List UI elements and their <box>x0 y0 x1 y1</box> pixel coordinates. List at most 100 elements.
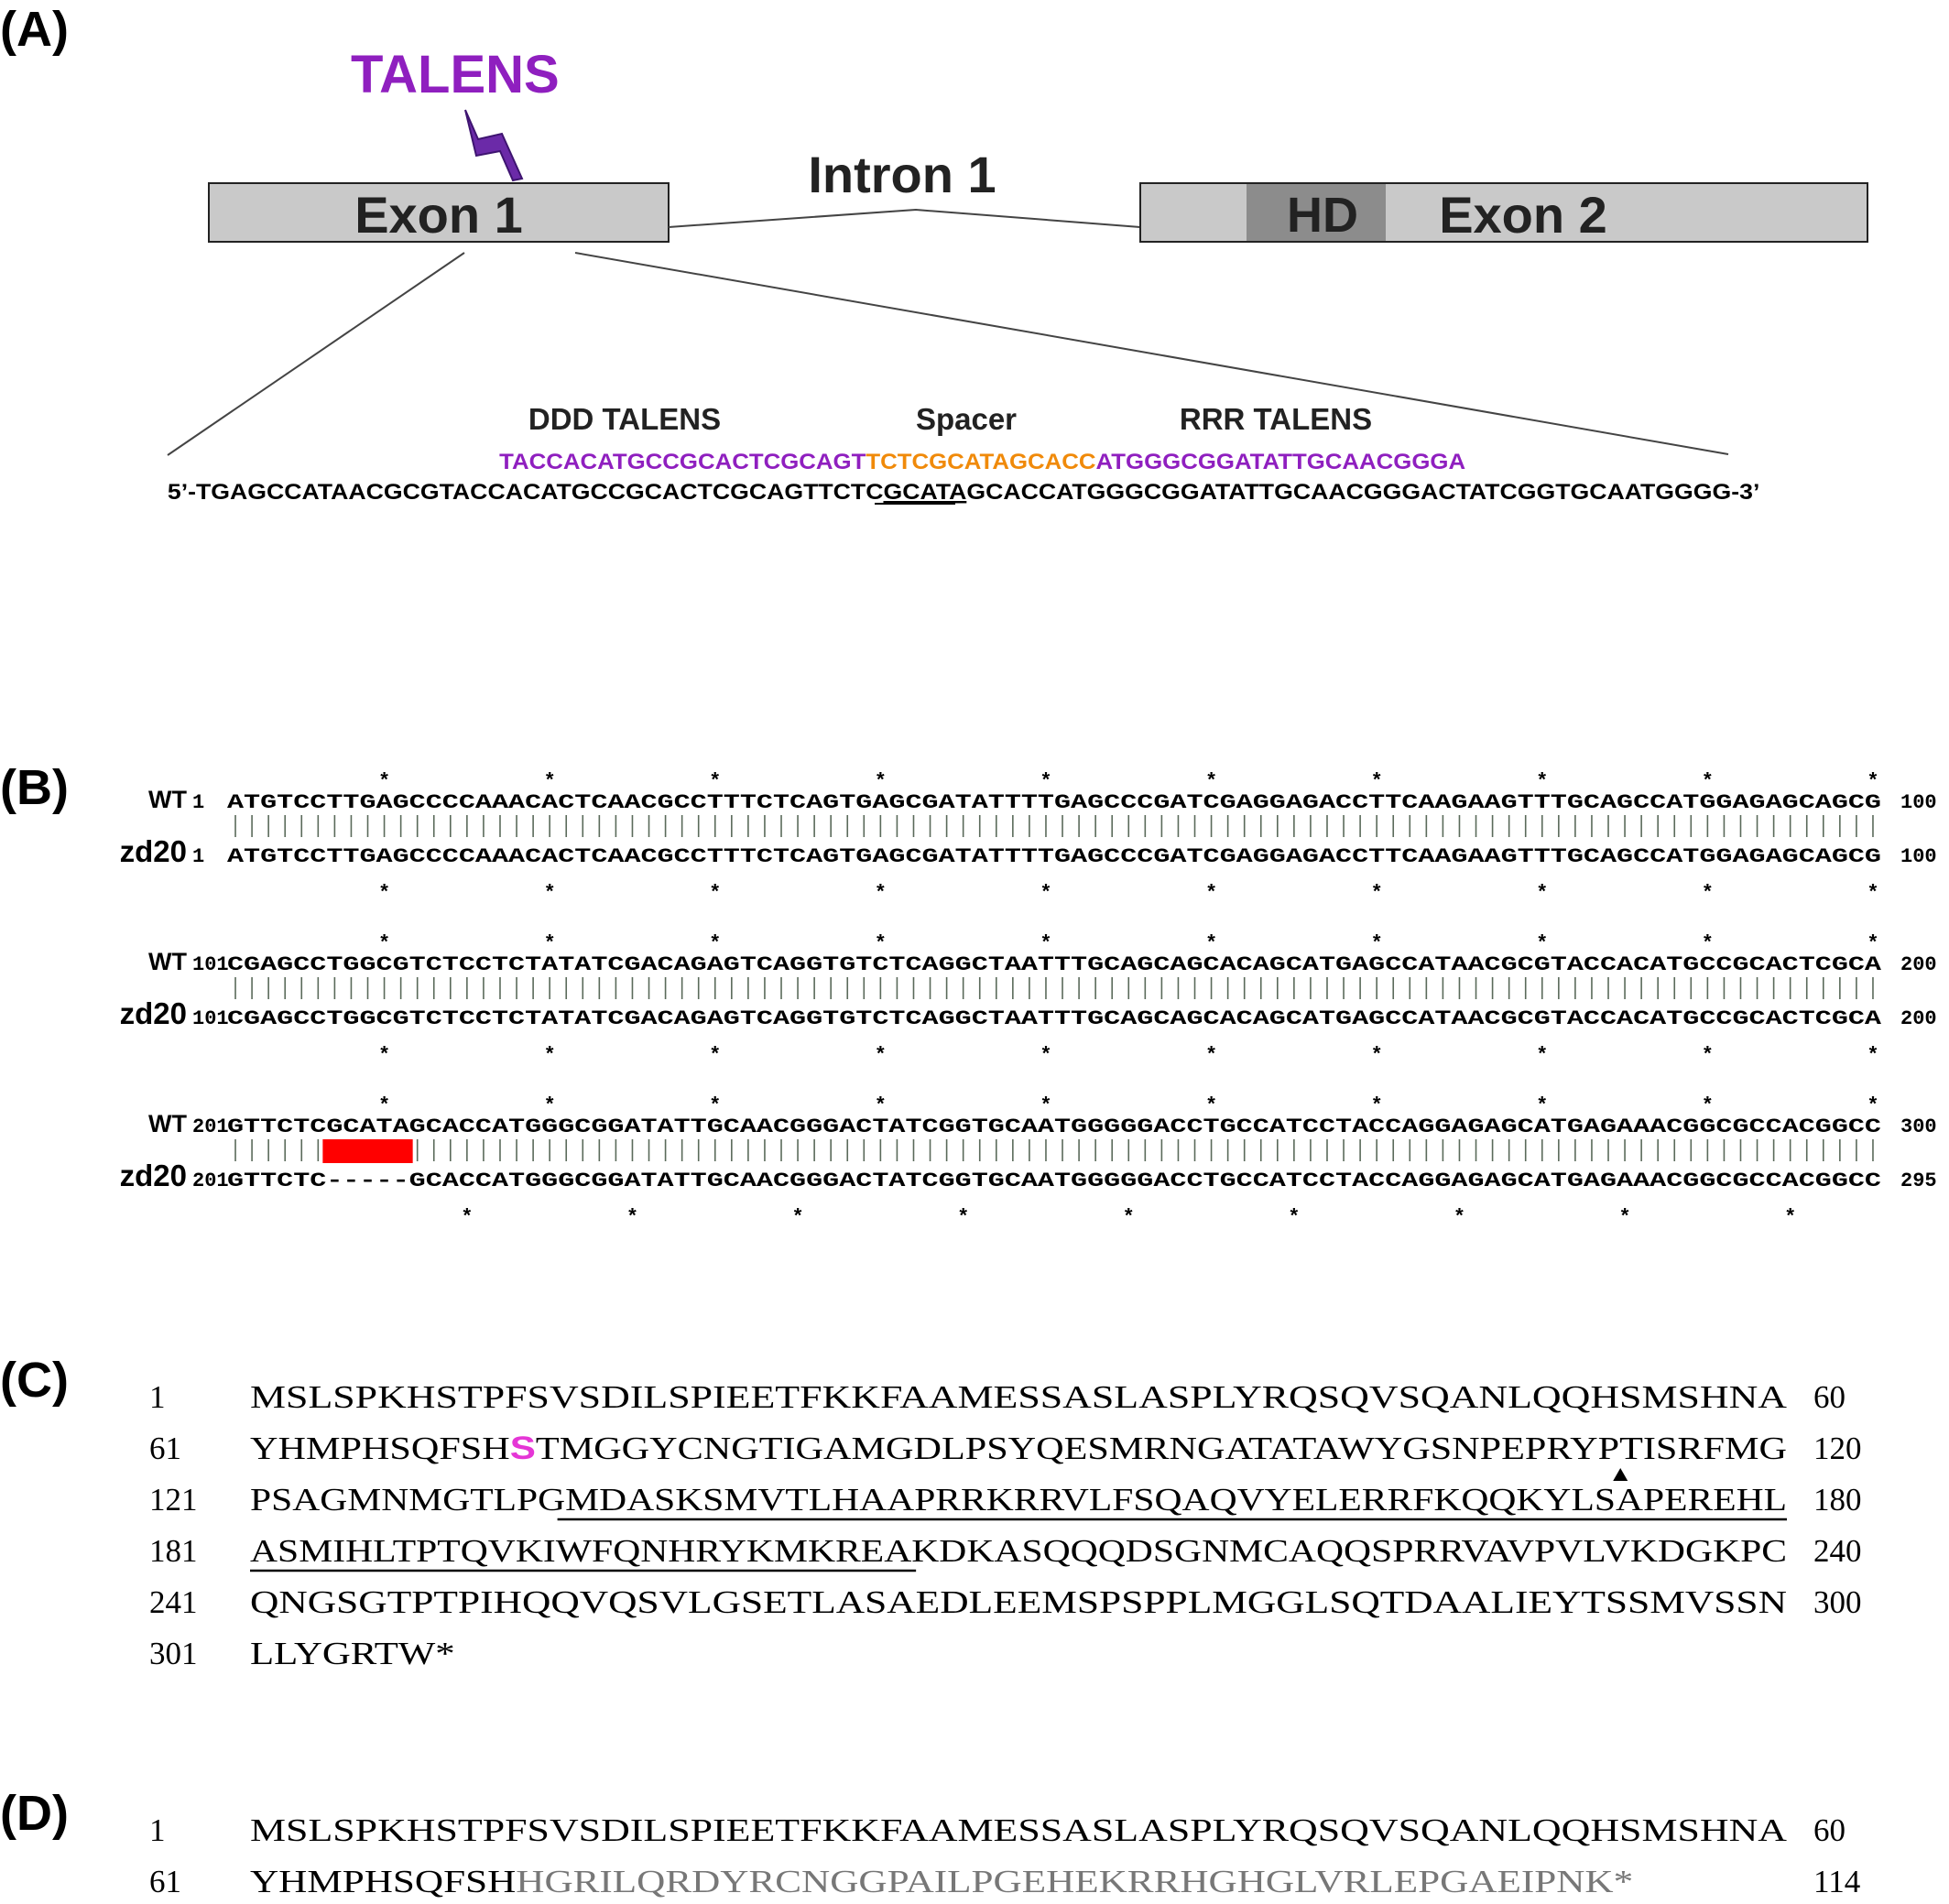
talen-right-arm: ATGGGCGGATATTGCAACGGGA <box>1096 450 1466 474</box>
position-star: * <box>709 932 721 955</box>
exon1-box <box>208 182 670 243</box>
highlighted-serine: S <box>510 1431 536 1466</box>
position-star: * <box>1867 932 1878 955</box>
panel-a-label: (A) <box>0 2 69 57</box>
position-star: * <box>1371 932 1383 955</box>
position-star: * <box>378 882 390 905</box>
exon1-label: Exon 1 <box>354 186 523 244</box>
position-star: * <box>1702 770 1714 793</box>
mut-sequence: GTTCTC-----GCACCATGGGCGGATATTGCAACGGGACT… <box>227 1170 1881 1192</box>
line-end-num: 300 <box>1813 1584 1862 1620</box>
mut-end-num: 295 <box>1900 1170 1937 1192</box>
wt-name-label: WT <box>148 948 187 975</box>
alignment-block: WT 1 ATGTCCTTGAGCCCCAAACACTCAACGCCTTTCTCAG… <box>120 770 1937 905</box>
position-star: * <box>378 932 390 955</box>
protein-sequence-text: ASMIHLTPTQVKIWFQNHRYKMKREAKDKASQQQDSGNMC… <box>250 1533 1787 1569</box>
position-star: * <box>709 770 721 793</box>
position-star: * <box>1371 770 1383 793</box>
position-star: * <box>1288 1206 1300 1229</box>
mut-end-num: 200 <box>1900 1007 1937 1030</box>
position-star: * <box>1867 1094 1878 1117</box>
position-star: * <box>709 1044 721 1067</box>
zoom-line-right <box>574 252 1729 455</box>
seq-underlined-site: GCATA <box>883 480 966 505</box>
position-star: * <box>1040 932 1051 955</box>
line-start-num: 61 <box>149 1431 181 1466</box>
wt-start-num: 201 <box>192 1115 229 1138</box>
wt-sequence: CGAGCCTGGCGTCTCCTCTATATCGACAGAGTCAGGTGTC… <box>227 953 1882 976</box>
hd-domain <box>1247 183 1386 242</box>
position-star: * <box>1536 1044 1548 1067</box>
line-start-num: 301 <box>149 1636 198 1671</box>
wt-name-label: WT <box>148 786 187 813</box>
position-star: * <box>791 1206 803 1229</box>
position-star: * <box>1702 1044 1714 1067</box>
line-start-num: 181 <box>149 1533 198 1569</box>
protein-sequence-text: QNGSGTPTPIHQQVQSVLGSETLASAEDLEEMSPSPPLMG… <box>250 1584 1787 1620</box>
position-star: * <box>875 1044 887 1067</box>
talens-title: TALENS <box>351 45 560 104</box>
position-star: * <box>626 1206 638 1229</box>
position-star: * <box>1702 932 1714 955</box>
position-star: * <box>544 882 556 905</box>
mut-name-label: zd20 <box>120 834 187 868</box>
position-star: * <box>1371 882 1383 905</box>
panel-a: (A) TALENS Exon 1 Intron 1 HD Exon 2 DDD… <box>0 2 1868 505</box>
panel-c-label: (C) <box>0 1353 69 1408</box>
hd-label: HD <box>1287 188 1358 243</box>
position-star: * <box>1536 882 1548 905</box>
wt-start-num: 101 <box>192 953 229 976</box>
mut-start-num: 101 <box>192 1007 229 1030</box>
position-star: * <box>1536 932 1548 955</box>
protein-line: 241 QNGSGTPTPIHQQVQSVLGSETLASAEDLEEMSPSPP… <box>149 1584 1862 1620</box>
wt-name-label: WT <box>148 1110 187 1137</box>
intron-line <box>668 208 1141 228</box>
position-star: * <box>875 1094 887 1117</box>
position-star: * <box>1205 882 1217 905</box>
position-star: * <box>1371 1044 1383 1067</box>
talen-spacer: TCTCGCATAGCACC <box>866 450 1096 474</box>
position-star: * <box>1867 882 1878 905</box>
position-star: * <box>1205 1094 1217 1117</box>
protein-line: 181 ASMIHLTPTQVKIWFQNHRYKMKREAKDKASQQQDSG… <box>149 1533 1862 1569</box>
line-end-num: 180 <box>1813 1482 1862 1518</box>
rrr-talens-label: RRR TALENS <box>1180 402 1372 436</box>
position-star: * <box>875 932 887 955</box>
mut-sequence: CGAGCCTGGCGTCTCCTCTATATCGACAGAGTCAGGTGTC… <box>227 1007 1882 1030</box>
position-star: * <box>461 1206 473 1229</box>
position-star: * <box>1536 1094 1548 1117</box>
mut-sequence: ATGTCCTTGAGCCCCAAACACTCAACGCCTTTCTCAGTGA… <box>227 845 1881 868</box>
panel-b: (B) WT 1 ATGTCCTTGAGCCCCAAACACTCAACGCCTTTC… <box>0 760 1937 1229</box>
mut-start-num: 201 <box>192 1170 229 1192</box>
position-star: * <box>1040 1044 1051 1067</box>
position-star: * <box>1040 770 1051 793</box>
panel-b-label: (B) <box>0 760 69 815</box>
wt-end-num: 300 <box>1900 1115 1937 1138</box>
panel-d-label: (D) <box>0 1786 69 1841</box>
ddd-talens-label: DDD TALENS <box>528 402 721 436</box>
seq-suffix: GCACCATGGGCGGATATTGCAACGGGACTATCGGTGCAAT… <box>966 480 1758 505</box>
mut-start-num: 1 <box>192 845 204 868</box>
position-star: * <box>957 1206 969 1229</box>
position-star: * <box>544 1094 556 1117</box>
position-star: * <box>544 770 556 793</box>
protein-sequence-text: PSAGMNMGTLPGMDASKSMVTLHAAPRRKRRVLFSQAQVY… <box>250 1482 1787 1518</box>
wt-end-num: 200 <box>1900 953 1937 976</box>
line-start-num: 241 <box>149 1584 198 1620</box>
protein-sequence-text: MSLSPKHSTPFSVSDILSPIEETFKKFAAMESSASLASPL… <box>250 1812 1788 1848</box>
mut-end-num: 100 <box>1900 845 1937 868</box>
exon1-sequence: 5’-TGAGCCATAACGCGTACCACATGCCGCACTCGCAGTT… <box>120 480 1792 505</box>
position-star: * <box>1702 1094 1714 1117</box>
position-star: * <box>1123 1206 1135 1229</box>
position-star: * <box>1618 1206 1630 1229</box>
protein-sequence-text: MSLSPKHSTPFSVSDILSPIEETFKKFAAMESSASLASPL… <box>250 1379 1788 1415</box>
position-star: * <box>1784 1206 1796 1229</box>
